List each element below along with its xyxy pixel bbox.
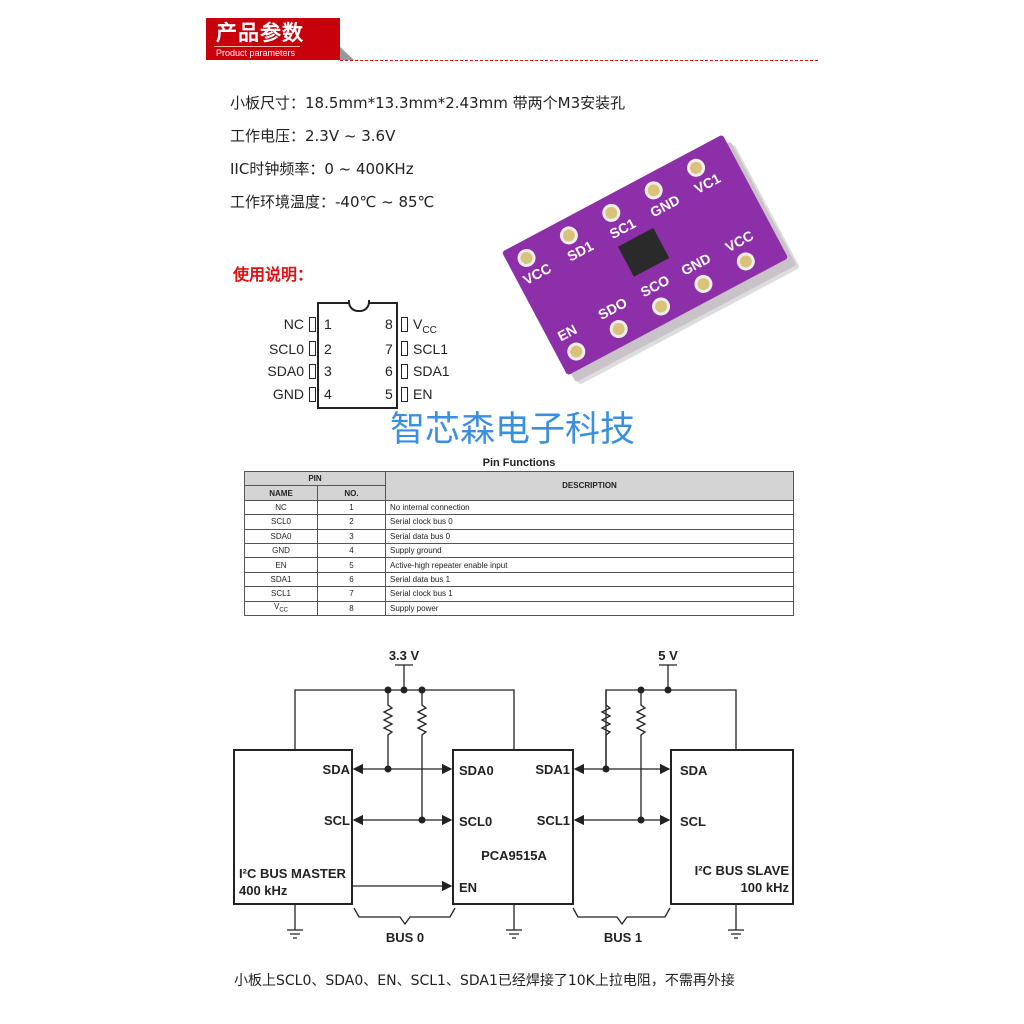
bus1-label: BUS 1 [604, 930, 642, 945]
spec-clock: IIC时钟频率：0 ~ 400KHz [230, 160, 414, 178]
section-title: 产品参数 [216, 21, 304, 45]
chip-en-label: EN [459, 880, 477, 895]
header-divider [340, 60, 818, 61]
pin-name: SCL0 [268, 341, 304, 357]
spec-temperature: 工作环境温度：-40℃ ~ 85℃ [230, 193, 435, 211]
resistor [382, 690, 394, 769]
spec-size: 小板尺寸：18.5mm*13.3mm*2.43mm 带两个M3安装孔 [230, 94, 626, 112]
junction-dots [384, 686, 672, 824]
usage-title: 使用说明： [233, 265, 314, 284]
title-underline [214, 46, 300, 47]
pin-pad [401, 364, 408, 379]
pin-pad [401, 317, 408, 332]
section-header: 产品参数 Product parameters [206, 18, 340, 60]
table-header-description: DESCRIPTION [385, 471, 794, 501]
pin-pad [309, 341, 316, 356]
bus0-label: BUS 0 [386, 930, 424, 945]
chip-sda0-label: SDA0 [459, 763, 494, 778]
pin-pad [309, 317, 316, 332]
slave-box [670, 749, 794, 905]
pin-number: 5 [385, 386, 393, 402]
pin-number: 2 [324, 341, 332, 357]
resistor [416, 690, 428, 820]
bus1-brace [572, 907, 671, 926]
pin-name: GND [272, 386, 304, 402]
chip-scl0-label: SCL0 [459, 814, 492, 829]
master-speed: 400 kHz [239, 883, 288, 898]
chip-sda1-label: SDA1 [535, 762, 570, 777]
pin-pad [401, 387, 408, 402]
spec-voltage: 工作电压：2.3V ~ 3.6V [230, 127, 396, 145]
pin-name: SDA0 [267, 363, 304, 379]
pin-pad [401, 341, 408, 356]
pin-name: EN [413, 386, 433, 402]
pin-number: 8 [385, 316, 393, 332]
resistor [635, 690, 647, 820]
ground-icon [506, 904, 522, 939]
pin-number: 3 [324, 363, 332, 379]
pin-name: SCL1 [413, 341, 449, 357]
chip-name: PCA9515A [481, 848, 547, 863]
pin-description-cell: Supply power [385, 600, 794, 616]
bus0-brace [353, 907, 456, 926]
rail-3v3 [294, 664, 515, 750]
pin-number: 1 [324, 316, 332, 332]
slave-sda-label: SDA [680, 763, 708, 778]
pin-number: 6 [385, 363, 393, 379]
dip-notch [348, 300, 370, 312]
pin-pad [309, 387, 316, 402]
slave-speed: 100 kHz [741, 880, 790, 895]
pin-pad [309, 364, 316, 379]
header-corner-triangle [340, 47, 354, 60]
pin-name: SDA1 [413, 363, 450, 379]
table-header-no: NO. [317, 485, 386, 501]
chip-scl1-label: SCL1 [537, 813, 570, 828]
slave-title: I²C BUS SLAVE [695, 863, 790, 878]
pin-no-cell: 8 [317, 600, 386, 616]
pin-number: 4 [324, 386, 332, 402]
footer-note: 小板上SCL0、SDA0、EN、SCL1、SDA1已经焊接了10K上拉电阻，不需… [234, 973, 735, 989]
master-title: I²C BUS MASTER [239, 866, 347, 881]
watermark-text: 智芯森电子科技 [390, 410, 636, 450]
pin-number: 7 [385, 341, 393, 357]
section-subtitle: Product parameters [216, 48, 296, 58]
slave-scl-label: SCL [680, 814, 706, 829]
voltage-5v-label: 5 V [658, 648, 678, 663]
pin-name: NC [283, 316, 304, 332]
ground-icon [728, 904, 744, 939]
master-sda-label: SDA [323, 762, 351, 777]
voltage-3v3-label: 3.3 V [389, 648, 420, 663]
resistor [600, 690, 612, 769]
chip-box [452, 749, 574, 905]
ground-icon [287, 904, 303, 939]
pin-name: VCC [413, 316, 437, 336]
master-box [233, 749, 353, 905]
master-scl-label: SCL [324, 813, 350, 828]
table-title: Pin Functions [482, 457, 556, 469]
